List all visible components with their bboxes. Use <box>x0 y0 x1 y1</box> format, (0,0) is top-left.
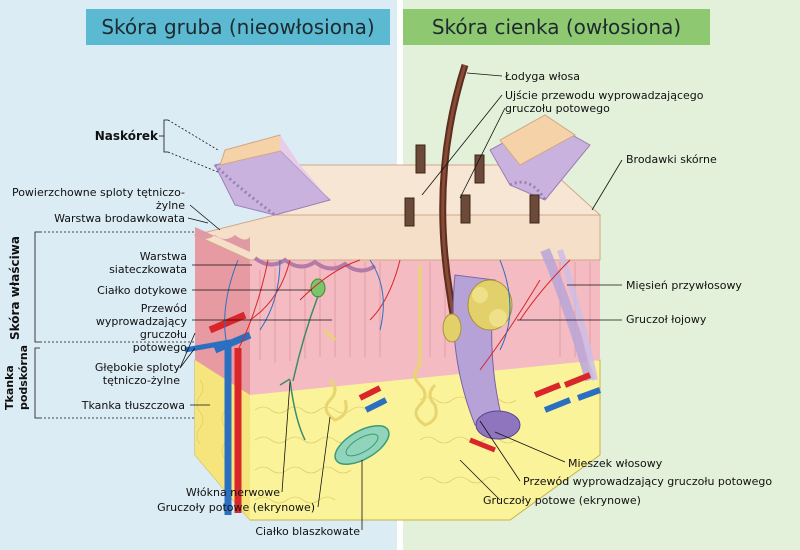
label-ujscie-przewodu: Ujście przewodu wyprowadzającego gruczoł… <box>505 89 704 115</box>
label-gruczol-lojowy: Gruczoł łojowy <box>626 313 707 326</box>
pacinian-corpuscle <box>334 424 390 466</box>
label-naskorek: Naskórek <box>94 129 158 143</box>
blood-vessels <box>184 259 602 515</box>
sweat-glands <box>323 265 438 427</box>
label-tkanka-tluszczowa: Tkanka tłuszczowa <box>81 399 185 412</box>
leader-lines <box>34 72 623 530</box>
right-title: Skóra cienka (owłosiona) <box>403 9 710 45</box>
sebaceous-gland <box>442 279 513 343</box>
label-cialko-blaszkowate: Ciałko blaszkowate <box>255 525 360 538</box>
label-mieszek-wlosowy: Mieszek włosowy <box>568 457 663 470</box>
label-przewod-left: Przewód wyprowadzający gruczołu potowego <box>95 302 187 354</box>
label-warstwa-brodawkowata: Warstwa brodawkowata <box>54 212 185 225</box>
label-skora-wlasciwa: Skóra właściwa <box>8 236 22 340</box>
label-wlokna-nerwowe: Włókna nerwowe <box>185 486 280 499</box>
label-lodyga-wlosa: Łodyga włosa <box>505 70 580 83</box>
label-gruczoly-left: Gruczoły potowe (ekrynowe) <box>157 501 315 514</box>
label-cialko-dotykowe: Ciałko dotykowe <box>97 284 187 297</box>
epidermis-layer <box>193 114 602 273</box>
left-title: Skóra gruba (nieowłosiona) <box>86 9 390 45</box>
label-tkanka-podskorna: Tkanka podskórna <box>3 344 30 410</box>
label-gruczoly-right: Gruczoły potowe (ekrynowe) <box>483 494 641 507</box>
label-miesien-przywlosowy: Mięsień przywłosowy <box>626 279 742 292</box>
nerve-fibers <box>279 295 319 441</box>
label-warstwa-siateczkowata: Warstwa siateczkowata <box>109 250 187 276</box>
label-sploty-powierzchowne: Powierzchowne sploty tętniczo-żylne <box>11 186 185 212</box>
label-sploty-glebokie: Głębokie sploty tętniczo-żylne <box>94 361 180 387</box>
arrector-pili <box>540 248 598 382</box>
label-przewod-right: Przewód wyprowadzający gruczołu potowego <box>523 475 773 488</box>
label-brodawki-skorne: Brodawki skórne <box>626 153 717 166</box>
